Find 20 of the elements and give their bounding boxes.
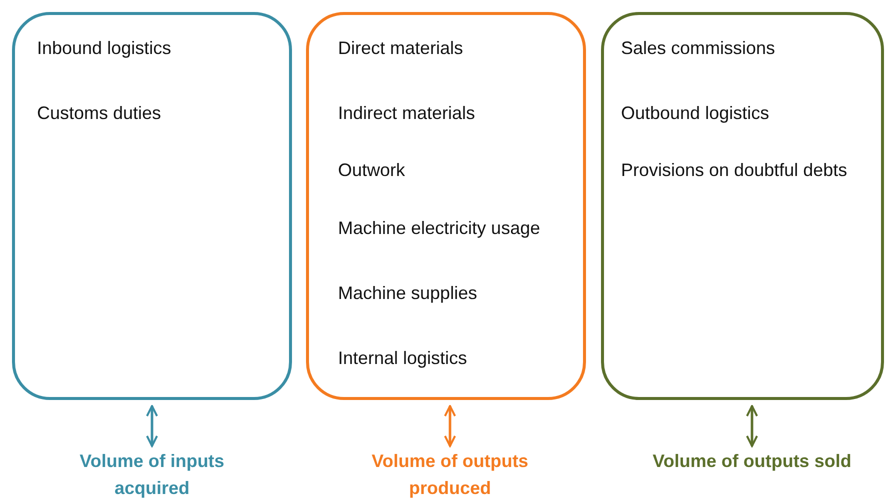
double-arrow: [146, 405, 158, 447]
cost-item: Machine electricity usage: [338, 217, 540, 239]
cost-category-panel: [601, 12, 884, 400]
cost-item: Machine supplies: [338, 282, 478, 304]
cost-item: Customs duties: [37, 102, 162, 124]
cost-category-panel: [306, 12, 586, 400]
cost-item: Inbound logistics: [37, 37, 172, 59]
cost-item: Indirect materials: [338, 102, 476, 124]
cost-category-panel: [12, 12, 292, 400]
volume-driver-label: Volume of outputs produced: [370, 450, 530, 500]
cost-item: Outbound logistics: [621, 102, 770, 124]
cost-item: Provisions on doubtful debts: [621, 159, 848, 181]
double-arrow: [444, 405, 456, 447]
cost-item: Outwork: [338, 159, 406, 181]
double-arrow: [746, 405, 758, 447]
volume-driver-label: Volume of inputs acquired: [78, 450, 226, 500]
cost-item: Direct materials: [338, 37, 464, 59]
cost-item: Sales commissions: [621, 37, 776, 59]
cost-item: Internal logistics: [338, 347, 468, 369]
volume-driver-label: Volume of outputs sold: [652, 450, 852, 473]
